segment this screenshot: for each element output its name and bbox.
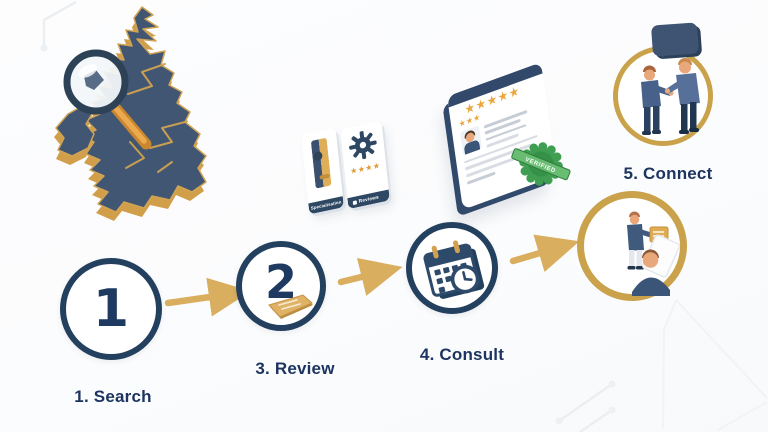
gear-icon [349, 131, 377, 160]
step1-label: 1. Search [74, 387, 152, 406]
magnifier-icon [63, 49, 152, 150]
step2-number: 2 [264, 255, 297, 309]
ticket-icon [268, 294, 313, 319]
arrow-step2-to-step3 [337, 258, 403, 296]
step3-label: 4. Consult [419, 345, 505, 364]
step2-label: 3. Review [255, 359, 335, 378]
step1-number: 1 [92, 279, 130, 339]
speech-bubble-icon [650, 22, 700, 57]
reviews-card: ★★★★ Reviews [340, 120, 390, 210]
person-right [664, 58, 700, 134]
client-seated [632, 249, 670, 296]
step5-label: 5. Connect [623, 164, 713, 183]
step2-circle: 2 [236, 241, 326, 331]
uk-map-with-magnifier [54, 6, 207, 221]
step3-circle [406, 222, 498, 314]
step1-circle: 1 [60, 258, 162, 360]
verified-badge: VERIFIED [511, 137, 571, 192]
person-left [641, 65, 674, 135]
arrow-step3-to-step4 [509, 234, 580, 273]
advisor-illustration [627, 211, 680, 296]
handshake-illustration [641, 58, 700, 135]
calendar-clock-icon [423, 240, 485, 299]
arrow-step1-to-step2 [164, 277, 251, 317]
